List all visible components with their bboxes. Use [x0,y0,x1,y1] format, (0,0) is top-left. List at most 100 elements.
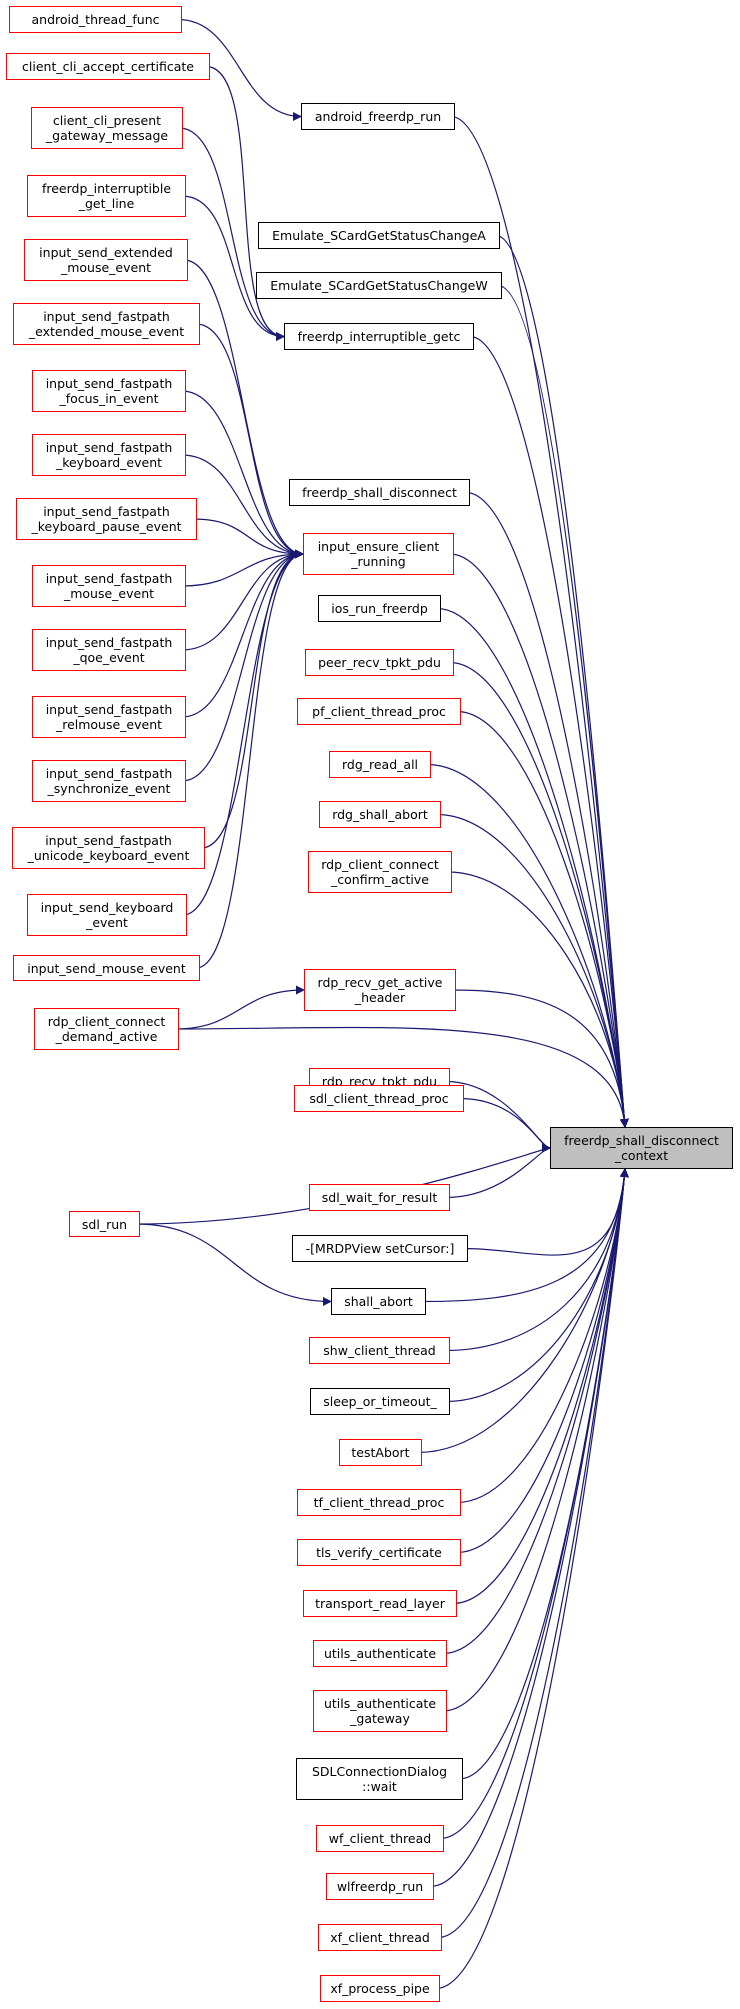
node-input-send-extended-mouse-event[interactable]: input_send_extended_mouse_event [24,239,188,281]
edge-input-send-fastpath-extended-mouse-event-to-input-ensure-client-running [195,323,304,559]
node-input-send-fastpath-relmouse-event[interactable]: input_send_fastpath_relmouse_event [32,696,186,738]
node-input-send-fastpath-keyboard-event[interactable]: input_send_fastpath_keyboard_event [32,434,186,476]
node-label-line: testAbort [351,1445,410,1460]
edge-testabort-to-target [417,1168,629,1454]
node-label-line: xf_process_pipe [330,1981,430,1996]
node-rdg-shall-abort[interactable]: rdg_shall_abort [319,801,441,828]
node-label-line: input_send_fastpath [45,702,173,717]
node-android-thread-func[interactable]: android_thread_func [9,6,182,33]
node-label-line: _unicode_keyboard_event [27,848,190,863]
edge-shw-client-thread-to-target [445,1168,629,1352]
node-input-send-fastpath-focus-in-event[interactable]: input_send_fastpath_focus_in_event [32,370,186,412]
node-shw-client-thread[interactable]: shw_client_thread [309,1337,450,1364]
node-emulate-scardgetstatuschangew[interactable]: Emulate_SCardGetStatusChangeW [256,272,502,299]
node-mrdpview-setcursor[interactable]: -[MRDPView setCursor:] [292,1235,468,1262]
node-label-line: sleep_or_timeout_ [323,1394,437,1409]
node-freerdp-interruptible-get-line[interactable]: freerdp_interruptible_get_line [27,175,186,217]
node-input-send-mouse-event[interactable]: input_send_mouse_event [13,955,200,981]
edge-sdl-client-thread-proc-to-target [459,1097,551,1153]
edge-android-thread-func-to-android-freerdp-run [177,18,302,121]
edge-tf-client-thread-proc-to-target [456,1168,629,1504]
node-label-line: Emulate_SCardGetStatusChangeW [270,278,488,293]
node-label-line: sdl_client_thread_proc [309,1091,449,1106]
node-emulate-scardgetstatuschangea[interactable]: Emulate_SCardGetStatusChangeA [258,222,500,249]
node-pf-client-thread-proc[interactable]: pf_client_thread_proc [297,698,461,725]
node-label-line: xf_client_thread [330,1930,430,1945]
node-tls-verify-certificate[interactable]: tls_verify_certificate [297,1539,461,1566]
node-label-line: shall_abort [344,1294,413,1309]
edge-rdp-client-connect-demand-active-to-rdp-recv-get-active-header [174,985,305,1030]
node-label-line: _context [614,1148,669,1163]
node-rdp-client-connect-demand-active[interactable]: rdp_client_connect_demand_active [34,1008,179,1050]
edge-input-send-fastpath-keyboard-event-to-input-ensure-client-running [181,454,304,559]
node-peer-recv-tpkt-pdu[interactable]: peer_recv_tpkt_pdu [305,649,454,676]
node-shall-abort[interactable]: shall_abort [331,1288,426,1315]
node-label-line: sdl_run [81,1216,128,1232]
node-sdl-client-thread-proc[interactable]: sdl_client_thread_proc [294,1085,464,1112]
edge-sdl-wait-for-result-to-target [445,1143,551,1199]
node-label-line: SDLConnectionDialog [311,1764,448,1779]
node-label-line: _gateway_message [45,128,169,143]
edge-pf-client-thread-proc-to-target [456,710,629,1128]
node-client-cli-present-gateway-message[interactable]: client_cli_present_gateway_message [31,107,183,149]
node-label-line: _extended_mouse_event [28,324,185,339]
node-freerdp-shall-disconnect[interactable]: freerdp_shall_disconnect [289,479,470,506]
node-transport-read-layer[interactable]: transport_read_layer [303,1590,457,1617]
node-input-send-fastpath-unicode-keyboard-event[interactable]: input_send_fastpath_unicode_keyboard_eve… [12,827,205,869]
node-rdg-read-all[interactable]: rdg_read_all [329,751,431,778]
node-wf-client-thread[interactable]: wf_client_thread [316,1825,444,1852]
node-freerdp-interruptible-getc[interactable]: freerdp_interruptible_getc [284,323,474,350]
node-label-line: _mouse_event [63,586,155,601]
edge-client-cli-present-gateway-message-to-freerdp-interruptible-getc [178,127,285,341]
edge-rdp-recv-get-active-header-to-target [451,989,629,1128]
node-input-ensure-client-running[interactable]: input_ensure_client_running [303,533,454,575]
node-ios-run-freerdp[interactable]: ios_run_freerdp [318,595,441,622]
edge-wlfreerdp-run-to-target [429,1168,629,1888]
node-label-line: wlfreerdp_run [336,1879,424,1894]
node-input-send-fastpath-extended-mouse-event[interactable]: input_send_fastpath_extended_mouse_event [13,303,200,345]
node-label-line: _demand_active [55,1029,158,1044]
node-sleep-or-timeout[interactable]: sleep_or_timeout_ [310,1388,450,1415]
node-input-send-fastpath-mouse-event[interactable]: input_send_fastpath_mouse_event [32,565,186,607]
edge-input-send-fastpath-relmouse-event-to-input-ensure-client-running [181,549,304,718]
node-input-send-keyboard-event[interactable]: input_send_keyboard_event [27,894,187,936]
node-input-send-fastpath-synchronize-event[interactable]: input_send_fastpath_synchronize_event [32,760,186,802]
node-label-line: ios_run_freerdp [331,601,428,616]
edge-input-send-fastpath-keyboard-pause-event-to-input-ensure-client-running [192,518,304,559]
node-label-line: -[MRDPView setCursor:] [305,1241,455,1256]
node-input-send-fastpath-keyboard-pause-event[interactable]: input_send_fastpath_keyboard_pause_event [16,498,197,540]
node-label-line: input_send_fastpath [43,504,170,519]
node-xf-client-thread[interactable]: xf_client_thread [318,1924,442,1951]
node-label-line: input_send_fastpath [45,833,172,848]
node-android-freerdp-run[interactable]: android_freerdp_run [301,103,455,130]
node-label-line: _header [354,990,406,1005]
node-xf-process-pipe[interactable]: xf_process_pipe [320,1975,440,2002]
node-label-line: input_send_fastpath [45,766,173,781]
target-node: freerdp_shall_disconnect_context [550,1127,733,1169]
node-label-line: freerdp_interruptible_getc [297,329,461,344]
node-tf-client-thread-proc[interactable]: tf_client_thread_proc [297,1489,461,1516]
node-rdp-recv-get-active-header[interactable]: rdp_recv_get_active_header [304,969,456,1011]
node-label-line: android_thread_func [31,12,160,27]
node-label-line: utils_authenticate [323,1696,437,1711]
node-utils-authenticate-gateway[interactable]: utils_authenticate_gateway [313,1690,447,1732]
node-wlfreerdp-run[interactable]: wlfreerdp_run [326,1873,434,1900]
node-label-line: _keyboard_event [55,455,163,470]
node-client-cli-accept-certificate[interactable]: client_cli_accept_certificate [6,53,210,80]
node-label-line: rdg_read_all [341,757,419,772]
edge-peer-recv-tpkt-pdu-to-target [449,661,629,1128]
edge-xf-client-thread-to-target [437,1168,629,1939]
node-testabort[interactable]: testAbort [339,1439,422,1466]
node-sdlconnectiondialog-wait[interactable]: SDLConnectionDialog::wait [296,1758,463,1800]
node-input-send-fastpath-qoe-event[interactable]: input_send_fastpath_qoe_event [32,629,186,671]
node-rdp-client-connect-confirm-active[interactable]: rdp_client_connect_confirm_active [308,851,452,893]
node-label-line: _keyboard_pause_event [31,519,182,534]
node-utils-authenticate[interactable]: utils_authenticate [313,1640,447,1667]
node-label-line: input_send_fastpath [45,376,173,391]
node-label-line: shw_client_thread [323,1343,436,1358]
node-sdl-wait-for-result[interactable]: sdl_wait_for_result [309,1184,450,1211]
node-sdl-run[interactable]: sdl_run [69,1211,140,1237]
node-label-line: transport_read_layer [315,1596,445,1611]
edge-client-cli-accept-certificate-to-freerdp-interruptible-getc [205,65,285,341]
node-label-line: _gateway [350,1711,410,1726]
